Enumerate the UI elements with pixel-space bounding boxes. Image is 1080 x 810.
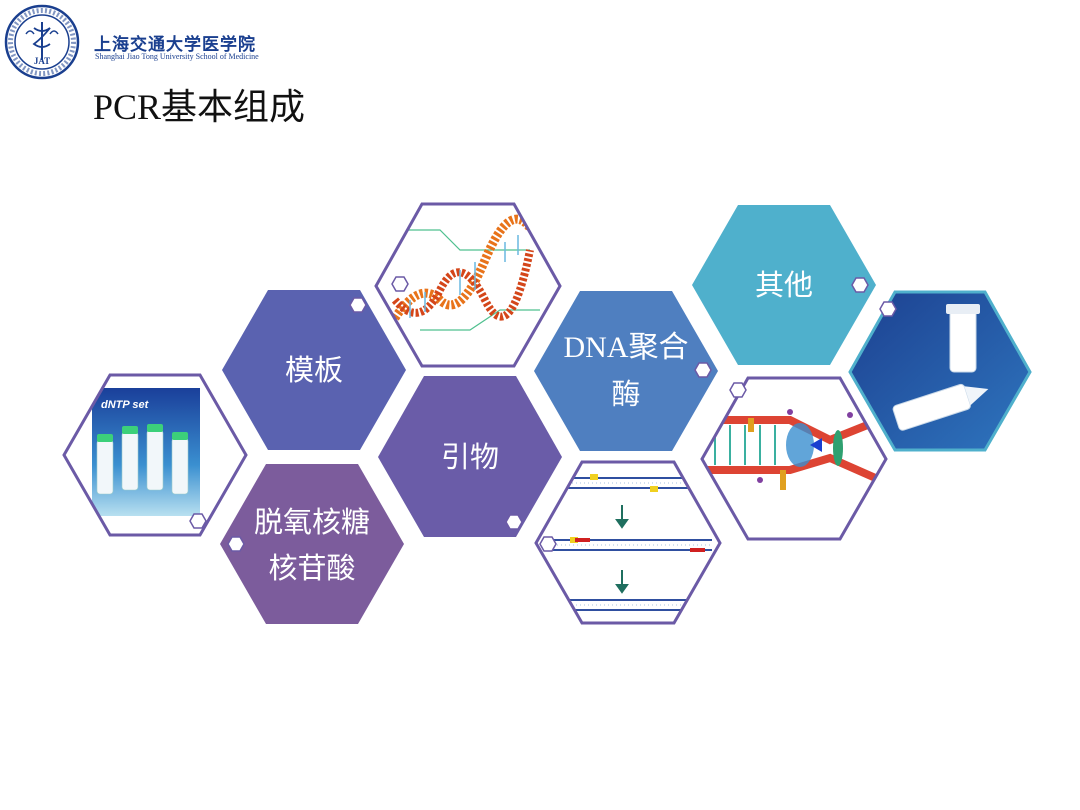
dntp-set-caption: dNTP set (101, 399, 150, 411)
hex-corner-marker (851, 277, 869, 293)
hex-corner-marker (227, 536, 245, 552)
dntp-label-line1: 脱氧核糖 (253, 505, 370, 539)
school-name-en: Shanghai Jiao Tong University School of … (95, 52, 259, 61)
dntp-label-line2: 核苷酸 (268, 551, 356, 585)
page-title: PCR基本组成 (93, 87, 306, 127)
polymerase-label-line2: 酶 (611, 377, 641, 411)
other-label: 其他 (754, 268, 813, 302)
primer-label: 引物 (440, 440, 499, 474)
school-name-cn: 上海交通大学医学院 (94, 35, 256, 55)
seal-letters: JAT (34, 56, 50, 66)
template-hexagon (222, 290, 406, 450)
dntp-hexagon (220, 464, 404, 624)
primer-hexagon (378, 376, 562, 537)
polymerase-label-line1: DNA聚合 (563, 331, 689, 364)
dntp-set-image: dNTP set (64, 375, 246, 535)
hex-corner-marker (189, 513, 207, 529)
hex-corner-marker (349, 297, 367, 313)
reagent-tube-image (850, 292, 1030, 450)
hex-corner-marker (879, 301, 897, 317)
primer-annealing-image (536, 462, 720, 623)
hex-corner-marker (729, 382, 747, 398)
template-label: 模板 (284, 353, 343, 387)
university-seal-logo: JAT (4, 4, 80, 80)
hex-corner-marker (694, 362, 712, 378)
polymerase-hexagon (534, 291, 718, 451)
hex-corner-marker (539, 536, 557, 552)
replication-fork-image (702, 378, 886, 539)
other-hexagon (692, 205, 876, 365)
hex-corner-marker (391, 276, 409, 292)
hex-corner-marker (505, 514, 523, 530)
